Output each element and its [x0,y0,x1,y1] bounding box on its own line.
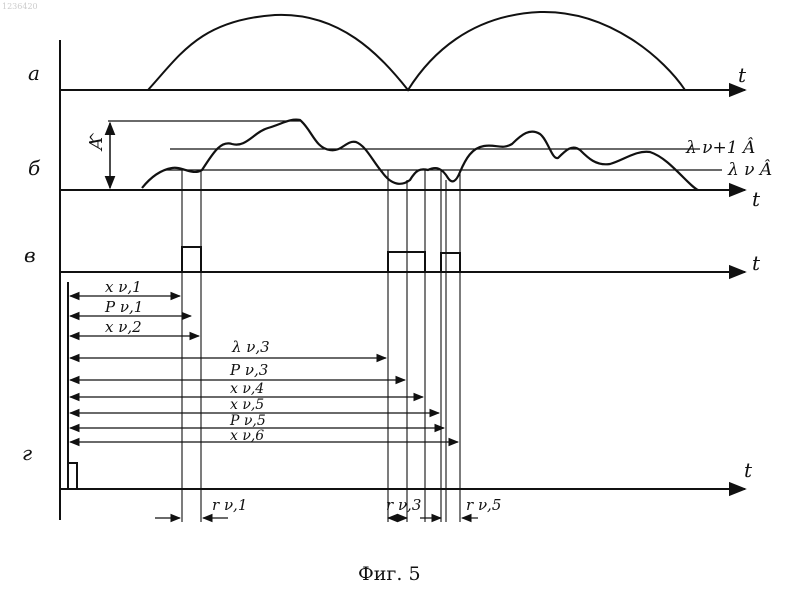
threshold-lower-label: λ ν Â [727,159,772,180]
axis-v-t: t [752,251,761,275]
axis-a-t: t [738,63,747,87]
noisy-signal [142,120,698,190]
row-label-a: а [28,61,40,85]
threshold-upper-label: λ ν+1 Â [685,137,755,158]
row-label-v: в [24,243,36,267]
rectified-wave [148,12,685,90]
pulse-1 [182,247,201,272]
interval-p5-label: P ν,5 [229,413,266,429]
row-label-b: б [28,156,41,180]
row-label-g: г [22,441,32,465]
start-pulse [68,463,77,489]
figure-caption: Фиг. 5 [358,563,421,585]
interval-x1-label: x ν,1 [105,278,142,296]
amplitude-label: A [86,137,107,152]
interval-x6-label: x ν,6 [230,428,264,444]
interval-x4-label: x ν,4 [230,381,264,397]
r-label-5: r ν,5 [466,496,501,514]
corner-id: 1236420 [2,2,38,11]
interval-x2-label: x ν,2 [105,318,142,336]
interval-x3-label: λ ν,3 [231,338,270,356]
drop-lines [182,170,460,522]
r-label-3: r ν,3 [386,496,421,514]
axis-b-t: t [752,187,761,211]
r-label-1: r ν,1 [212,496,247,514]
interval-p3-label: P ν,3 [229,361,268,379]
axis-g-t: t [744,458,753,482]
interval-p1-label: P ν,1 [104,298,143,316]
interval-x5-label: x ν,5 [230,397,264,413]
pulse-3 [441,253,460,272]
